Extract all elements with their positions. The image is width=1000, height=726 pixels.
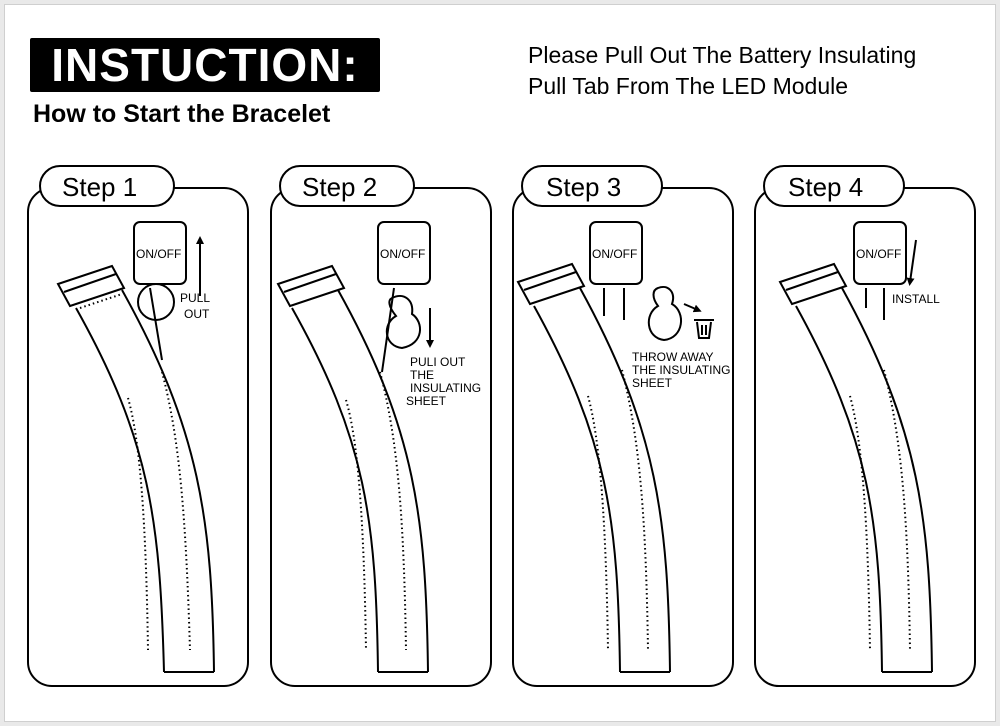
panel-frame xyxy=(270,187,492,687)
step-label-pill xyxy=(39,165,175,207)
step-panel-1: ON/OFF PULL OUT Step 1 xyxy=(27,165,249,687)
module-wire xyxy=(603,288,625,320)
panel-frame xyxy=(754,187,976,687)
bracelet-strap xyxy=(516,262,671,673)
step-note-line: PULI OUT xyxy=(410,355,466,369)
panel-frame xyxy=(27,187,249,687)
step-note-line: SHEET xyxy=(406,394,447,408)
insulating-sheet-icon xyxy=(648,286,682,342)
instruction-line-2: Pull Tab From The LED Module xyxy=(528,73,849,99)
module-wire xyxy=(149,287,163,361)
step-label: Step 4 xyxy=(788,172,863,202)
module-wire xyxy=(381,287,395,373)
step-label-pill xyxy=(521,165,663,207)
title-banner: INSTUCTION: xyxy=(30,38,380,92)
instruction-line-1: Please Pull Out The Battery Insulating xyxy=(528,42,917,68)
step-label: Step 1 xyxy=(62,172,137,202)
arrow-icon xyxy=(683,303,702,313)
bracelet-strap xyxy=(778,262,933,673)
step-note-line: THROW AWAY xyxy=(632,350,714,364)
insulating-sheet-icon xyxy=(386,295,421,350)
module-label: ON/OFF xyxy=(380,247,425,261)
step-note-line: INSTALL xyxy=(892,292,940,306)
bracelet-strap xyxy=(56,264,215,673)
step-note-line: THE xyxy=(410,368,434,382)
step-note-line: SHEET xyxy=(632,376,673,390)
step-panel-2: ON/OFF PULI OUT THE INSULATING SHEET Ste… xyxy=(270,165,492,687)
module-label: ON/OFF xyxy=(136,247,181,261)
led-module xyxy=(589,221,643,285)
module-label: ON/OFF xyxy=(592,247,637,261)
step-label: Step 3 xyxy=(546,172,621,202)
panel-frame xyxy=(512,187,734,687)
led-module xyxy=(853,221,907,285)
insulating-sheet-icon xyxy=(137,283,175,321)
module-label: ON/OFF xyxy=(856,247,901,261)
step-note-line: THE INSULATING xyxy=(632,363,730,377)
step-label-pill xyxy=(279,165,415,207)
step-note-line: OUT xyxy=(184,307,210,321)
step-note-line: PULL xyxy=(180,291,210,305)
step-note-line: INSULATING xyxy=(410,381,481,395)
step-label: Step 2 xyxy=(302,172,377,202)
page-title: INSTUCTION: xyxy=(51,39,359,91)
step-panel-4: ON/OFF INSTALL Step 4 xyxy=(754,165,976,687)
step-panel-3: ON/OFF THROW AWAY THE INSULATING SHEET S… xyxy=(512,165,734,687)
led-module xyxy=(377,221,431,285)
instruction-text: Please Pull Out The Battery Insulating P… xyxy=(528,40,978,102)
trash-icon xyxy=(694,319,714,339)
step-label-pill xyxy=(763,165,905,207)
module-wire xyxy=(865,288,885,320)
page-subtitle: How to Start the Bracelet xyxy=(33,100,331,128)
arrow-icon xyxy=(906,239,917,286)
bracelet-strap xyxy=(276,264,429,673)
